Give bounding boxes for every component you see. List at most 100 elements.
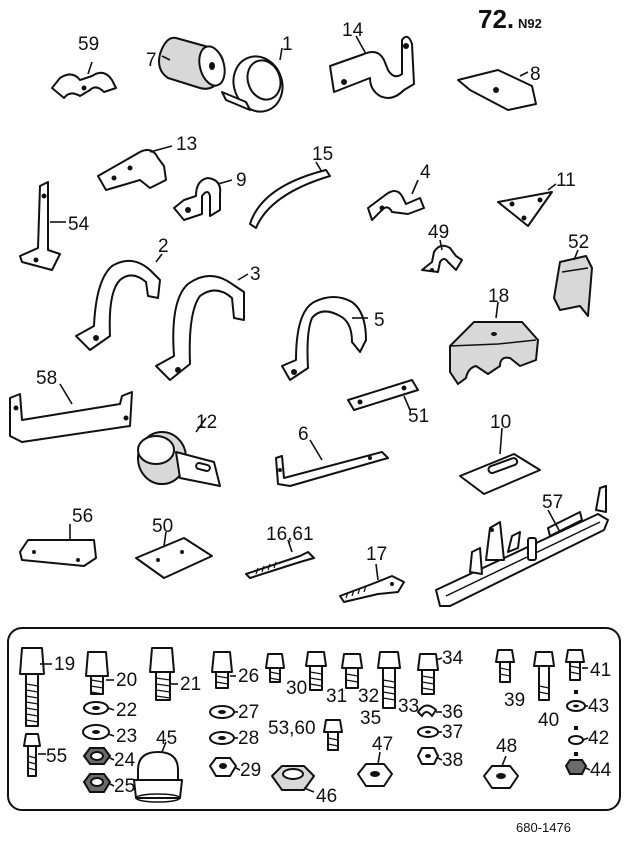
- label-10: 10: [490, 412, 511, 433]
- fastener-35-bolt: [377, 651, 401, 709]
- part-52-u-clip: [553, 249, 593, 317]
- label-9: 9: [236, 170, 247, 191]
- label-59: 59: [78, 34, 99, 55]
- fastener-31-bolt: [305, 651, 327, 691]
- part-17-screw-tab: [339, 563, 405, 603]
- label-45: 45: [156, 728, 177, 749]
- label-32: 32: [358, 686, 379, 707]
- label-19: 19: [54, 654, 75, 675]
- label-6: 6: [298, 424, 309, 445]
- label-56: 56: [72, 506, 93, 527]
- drawing-number: 680-1476: [516, 820, 571, 835]
- label-2: 2: [158, 236, 169, 257]
- part-8-plate: [457, 69, 537, 111]
- label-27: 27: [238, 702, 259, 723]
- fastener-28-washer: [209, 731, 238, 745]
- fastener-20-bolt: [85, 651, 114, 695]
- fastener-30-bolt: [265, 653, 285, 683]
- label-13: 13: [176, 134, 197, 155]
- label-50: 50: [152, 516, 173, 537]
- fastener-24-nut: [82, 747, 115, 765]
- fastener-46-nut: [271, 765, 315, 793]
- label-35: 35: [360, 708, 381, 729]
- part-2-saddle-clamp: [75, 253, 163, 351]
- label-8: 8: [530, 64, 541, 85]
- label-42: 42: [588, 728, 609, 749]
- label-34: 34: [442, 648, 464, 669]
- label-43: 43: [588, 696, 609, 717]
- part-58-l-bracket: [9, 383, 133, 443]
- fastener-32-bolt: [341, 653, 363, 689]
- fastener-37-washer: [417, 726, 442, 738]
- part-50-plate: [135, 531, 213, 579]
- page-suffix: N92: [518, 16, 542, 31]
- label-31: 31: [326, 686, 347, 707]
- fastener-29-nut: [209, 757, 241, 777]
- label-37: 37: [442, 722, 463, 743]
- part-14-bracket: [329, 35, 415, 99]
- fastener-21-bolt: [149, 647, 178, 701]
- fastener-39-bolt: [495, 649, 515, 683]
- label-3: 3: [250, 264, 261, 285]
- label-53-60: 53,60: [268, 718, 316, 739]
- fastener-27-washer: [209, 705, 238, 719]
- label-4: 4: [420, 162, 431, 183]
- part-54-angle-bracket: [19, 181, 66, 271]
- fastener-34-bolt: [417, 653, 443, 695]
- fastener-53-60-bolt: [323, 719, 343, 751]
- fastener-48-nut: [483, 755, 519, 789]
- label-57: 57: [542, 492, 563, 513]
- label-14: 14: [342, 20, 364, 41]
- fastener-19-bolt: [19, 647, 52, 727]
- label-52: 52: [568, 232, 589, 253]
- label-21: 21: [180, 674, 201, 695]
- label-22: 22: [116, 700, 137, 721]
- label-20: 20: [116, 670, 137, 691]
- label-40: 40: [538, 710, 559, 731]
- fastener-44-nut: [564, 752, 591, 775]
- label-38: 38: [442, 750, 463, 771]
- part-1-clamp: [221, 47, 284, 113]
- label-58: 58: [36, 368, 57, 389]
- fasteners-panel: [7, 627, 621, 811]
- fastener-25-locknut: [82, 773, 115, 793]
- fastener-47-nut: [357, 751, 393, 787]
- fastener-26-bolt: [211, 651, 236, 689]
- label-54: 54: [68, 214, 90, 235]
- part-18-rubber-block: [449, 301, 539, 385]
- label-11: 11: [556, 170, 576, 191]
- part-57-rail-assembly: [435, 485, 609, 607]
- fastener-43-washer: [566, 690, 588, 712]
- label-44: 44: [590, 760, 612, 781]
- label-7: 7: [146, 50, 157, 71]
- label-26: 26: [238, 666, 259, 687]
- part-11-triangle-plate: [497, 183, 557, 227]
- label-16-61: 16,61: [266, 524, 314, 545]
- part-56-angle: [19, 524, 97, 567]
- fastener-38-nut: [417, 747, 443, 765]
- fastener-55-bolt: [23, 733, 46, 777]
- label-29: 29: [240, 760, 261, 781]
- part-59-double-clip: [51, 61, 117, 99]
- part-16-61-pin: [245, 539, 315, 579]
- part-7-bushing: [158, 36, 226, 90]
- label-46: 46: [316, 786, 337, 807]
- label-39: 39: [504, 690, 525, 711]
- label-24: 24: [114, 750, 136, 771]
- label-30: 30: [286, 678, 307, 699]
- label-48: 48: [496, 736, 517, 757]
- label-49: 49: [428, 222, 449, 243]
- part-5-saddle: [281, 296, 368, 381]
- fastener-45-cap-nut: [133, 741, 183, 803]
- label-1: 1: [282, 34, 293, 55]
- fastener-41-bolt: [565, 649, 588, 681]
- fastener-40-bolt: [533, 651, 555, 701]
- part-3-saddle-clamp: [155, 273, 249, 381]
- label-28: 28: [238, 728, 259, 749]
- fastener-42-washer: [568, 726, 589, 745]
- fastener-36-split-washer: [417, 704, 442, 717]
- label-12: 12: [196, 412, 217, 433]
- part-15-curved-strip: [249, 161, 331, 229]
- fastener-22-washer: [83, 701, 115, 715]
- label-5: 5: [374, 310, 385, 331]
